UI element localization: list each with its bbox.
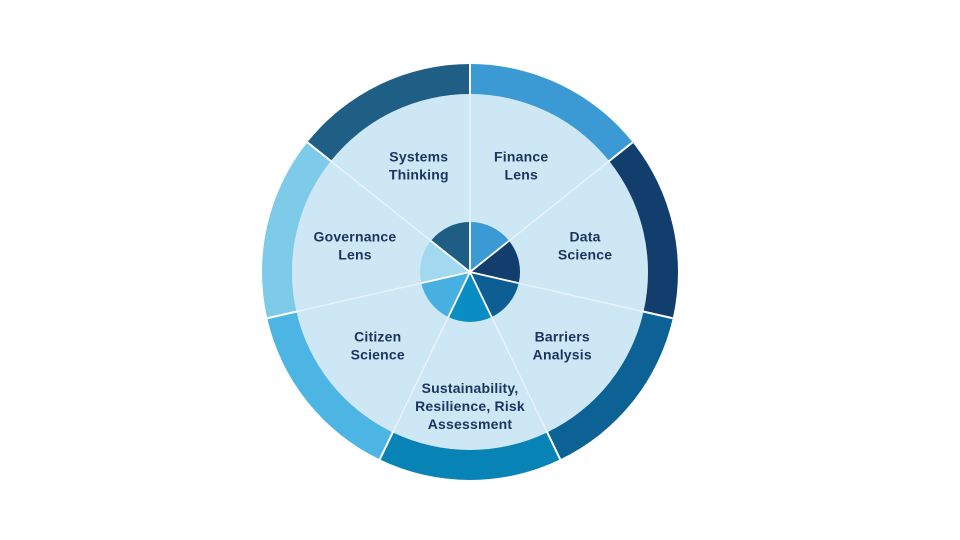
pie-wedge-barriers-analysis [470,272,519,318]
ring-segment-governance-lens [261,142,331,319]
pie-wedge-data-science [470,240,521,284]
ring-divider [266,310,298,320]
pie-divider [421,271,471,285]
pie-divider [469,240,510,273]
pie-wedge-finance-lens [470,222,510,272]
ring-segment-sustainability-resilience-risk-assessment [379,432,561,480]
ring-divider [607,141,634,163]
ring-segment-data-science [609,142,679,319]
pie-wedge-governance-lens [419,240,470,284]
pie-wedge-citizen-science [421,272,470,318]
pie-divider [469,271,493,318]
ring-segment-citizen-science [267,311,393,460]
ring-divider [378,431,395,460]
ring-divider [642,310,674,320]
ring-divider [306,141,333,163]
pie-divider [447,271,471,318]
ring-divider [545,431,562,460]
ring-segment-finance-lens [470,64,633,162]
pie-divider [430,240,471,273]
pie-divider [469,271,519,285]
ring-segment-barriers-analysis [547,311,673,460]
pie-wedge-systems-thinking [430,222,470,272]
ring-segment-systems-thinking [307,64,470,162]
pie-wedge-sustainability-resilience-risk-assessment [448,272,492,322]
